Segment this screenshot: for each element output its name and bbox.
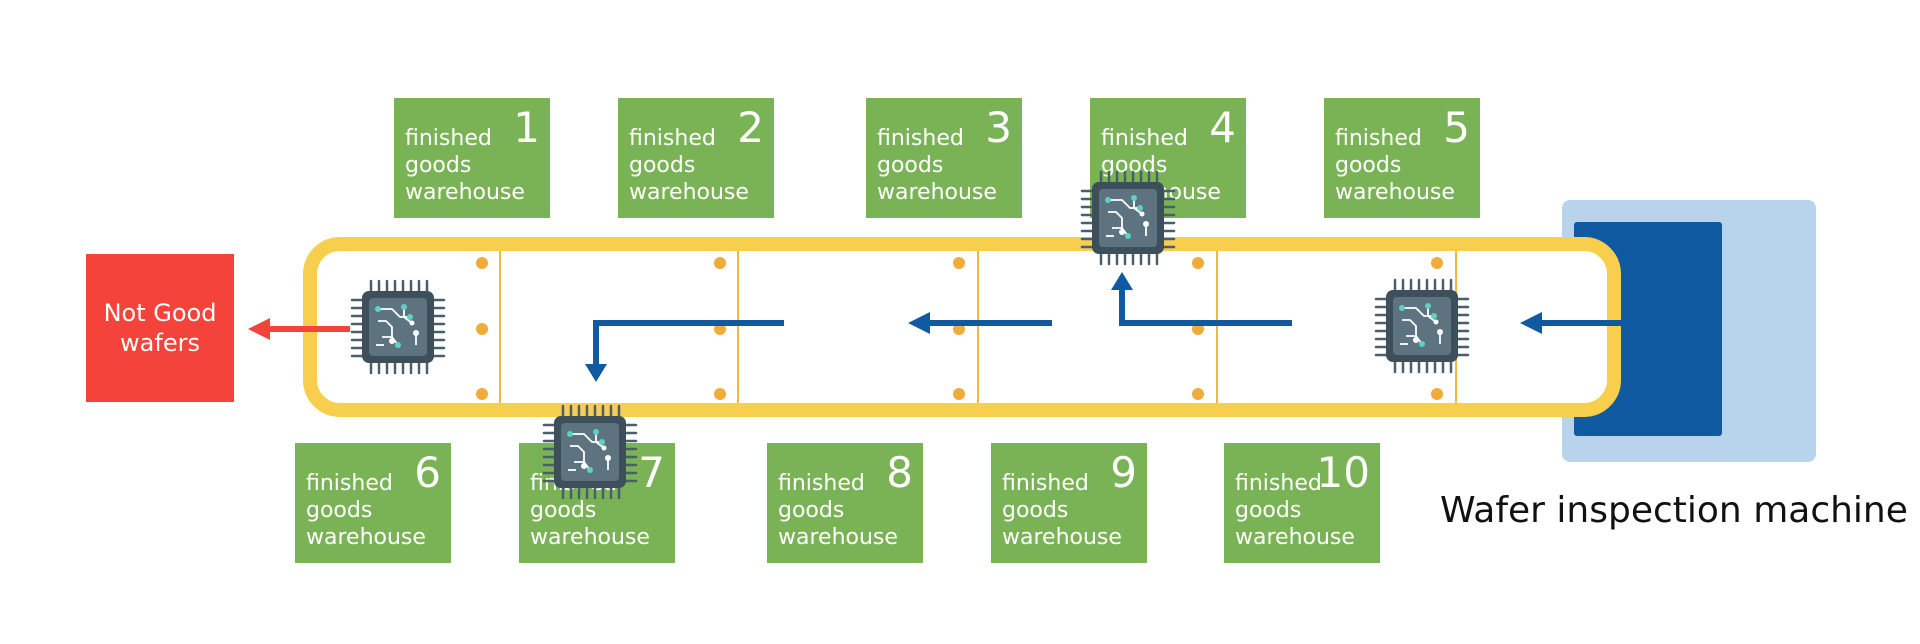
warehouse-6: finished goods warehouse 6 [295,443,451,563]
warehouse-label: finished goods warehouse [1101,126,1221,205]
warehouse-label: finished goods warehouse [1235,471,1355,550]
arrow-down-to-warehouse-7 [593,320,784,366]
warehouse-number: 2 [737,103,764,152]
warehouse-number: 3 [985,103,1012,152]
machine-caption: Wafer inspection machine [1440,490,1908,531]
warehouse-5: finished goods warehouse 5 [1324,98,1480,218]
warehouse-number: 8 [886,448,913,497]
warehouse-number: 1 [513,103,540,152]
warehouse-number: 10 [1316,448,1370,497]
warehouse-2: finished goods warehouse 2 [618,98,774,218]
not-good-wafers-bin: Not Good wafers [86,254,234,402]
warehouse-number: 4 [1209,103,1236,152]
arrow-heads [585,272,1542,382]
reject-arrow [248,318,350,340]
warehouse-number: 9 [1110,448,1137,497]
warehouse-number: 5 [1443,103,1470,152]
warehouse-number: 6 [414,448,441,497]
warehouse-label: finished goods warehouse [306,471,426,550]
not-good-wafers-label: Not Good wafers [103,299,217,357]
warehouse-4: finished goods warehouse 4 [1090,98,1246,218]
warehouse-1: finished goods warehouse 1 [394,98,550,218]
warehouse-7: finished goods warehouse 7 [519,443,675,563]
arrow-up-to-warehouse-4 [1119,286,1292,326]
warehouse-label: finished goods warehouse [877,126,997,205]
warehouse-9: finished goods warehouse 9 [991,443,1147,563]
warehouse-10: finished goods warehouse 10 [1224,443,1380,563]
warehouse-label: finished goods warehouse [405,126,525,205]
warehouse-label: finished goods warehouse [1002,471,1122,550]
warehouse-8: finished goods warehouse 8 [767,443,923,563]
flow-arrows [593,286,1624,366]
warehouse-label: finished goods warehouse [778,471,898,550]
warehouse-number: 7 [638,448,665,497]
warehouse-3: finished goods warehouse 3 [866,98,1022,218]
warehouse-label: finished goods warehouse [629,126,749,205]
warehouse-label: finished goods warehouse [530,471,650,550]
warehouse-label: finished goods warehouse [1335,126,1455,205]
